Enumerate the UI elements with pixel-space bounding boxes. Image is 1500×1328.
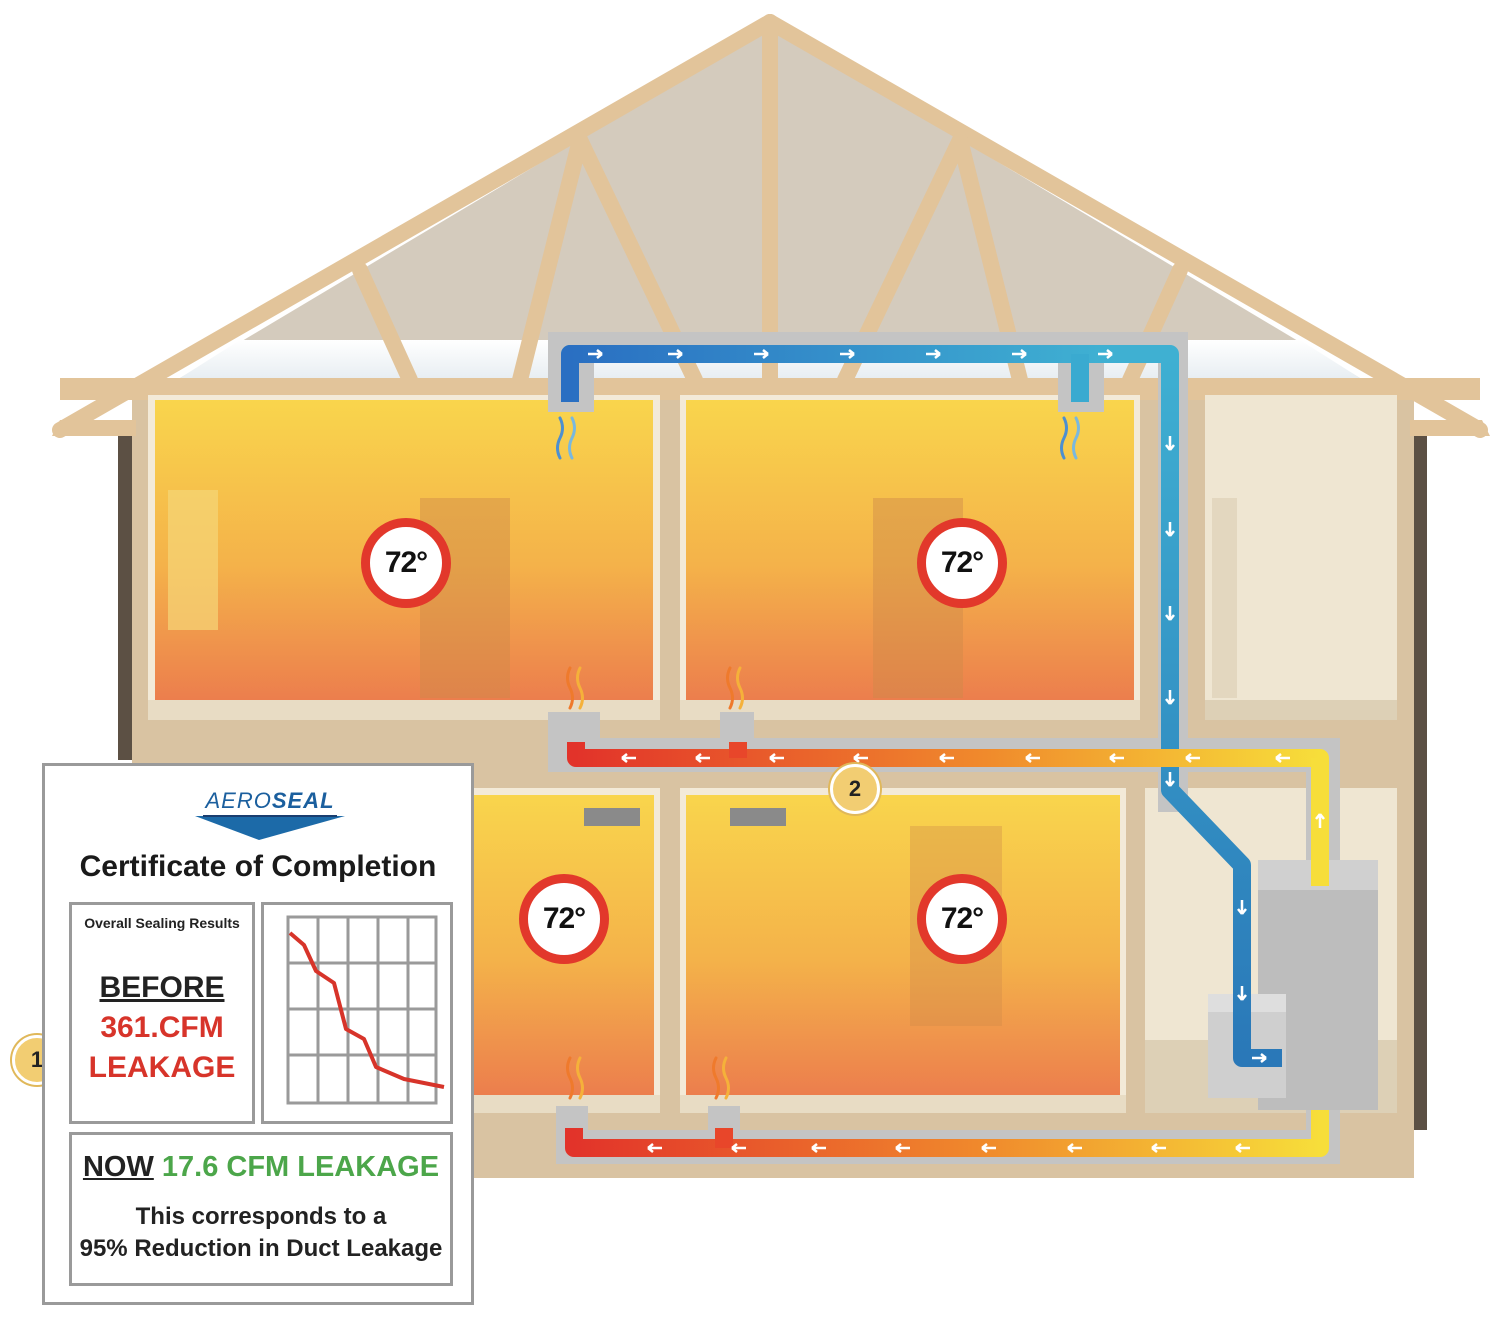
aeroseal-logo-text: AEROSEAL: [195, 788, 345, 814]
leakage-graph-panel: [261, 902, 453, 1124]
roof-edge-left: [52, 420, 136, 436]
logo-part-seal: SEAL: [271, 788, 335, 813]
corresponds-line-2: 95% Reduction in Duct Leakage: [79, 1235, 443, 1262]
warm-air-waves: [566, 666, 744, 1100]
before-unit: LEAKAGE: [88, 1051, 236, 1084]
temperature-marker-upper-left: 72°: [361, 518, 451, 608]
certificate-title: Certificate of Completion: [79, 850, 437, 883]
siding: [118, 430, 1427, 1130]
now-results-panel: NOW 17.6 CFM LEAKAGE This corresponds to…: [69, 1132, 453, 1286]
temperature-marker-upper-middle: 72°: [917, 518, 1007, 608]
results-label: Overall Sealing Results: [84, 915, 240, 931]
now-label: NOW: [82, 1151, 154, 1183]
step-badge-2: 2: [830, 764, 880, 814]
certificate-of-completion: AEROSEAL Certificate of Completion Overa…: [42, 763, 474, 1305]
aeroseal-logo: AEROSEAL: [195, 788, 345, 844]
airflow-arrows: [588, 349, 1325, 1153]
wall-vent: [584, 808, 786, 826]
temperature-marker-lower-middle: 72°: [917, 874, 1007, 964]
room-upper-right: [1205, 395, 1397, 720]
leakage-decline-graph: [286, 915, 445, 1105]
cool-air-waves: [556, 416, 1080, 460]
logo-part-aero: AERO: [205, 788, 272, 813]
room-lower-middle: [680, 788, 1126, 1113]
temperature-marker-lower-left: 72°: [519, 874, 609, 964]
corresponds-line-1: This corresponds to a: [135, 1203, 387, 1230]
before-label: BEFORE: [99, 971, 225, 1004]
cool-return-duct: [561, 345, 1282, 1067]
now-line: NOW 17.6 CFM LEAKAGE: [72, 1151, 450, 1184]
now-value: 17.6 CFM LEAKAGE: [161, 1151, 440, 1183]
room-upper-middle: [680, 395, 1140, 720]
before-value: 361.CFM: [100, 1011, 224, 1044]
roof-edge-right: [1410, 420, 1490, 436]
roof-beam: [60, 378, 1480, 400]
sealing-results-panel: Overall Sealing Results BEFORE 361.CFM L…: [69, 902, 255, 1124]
logo-swoosh-icon: [195, 815, 345, 840]
